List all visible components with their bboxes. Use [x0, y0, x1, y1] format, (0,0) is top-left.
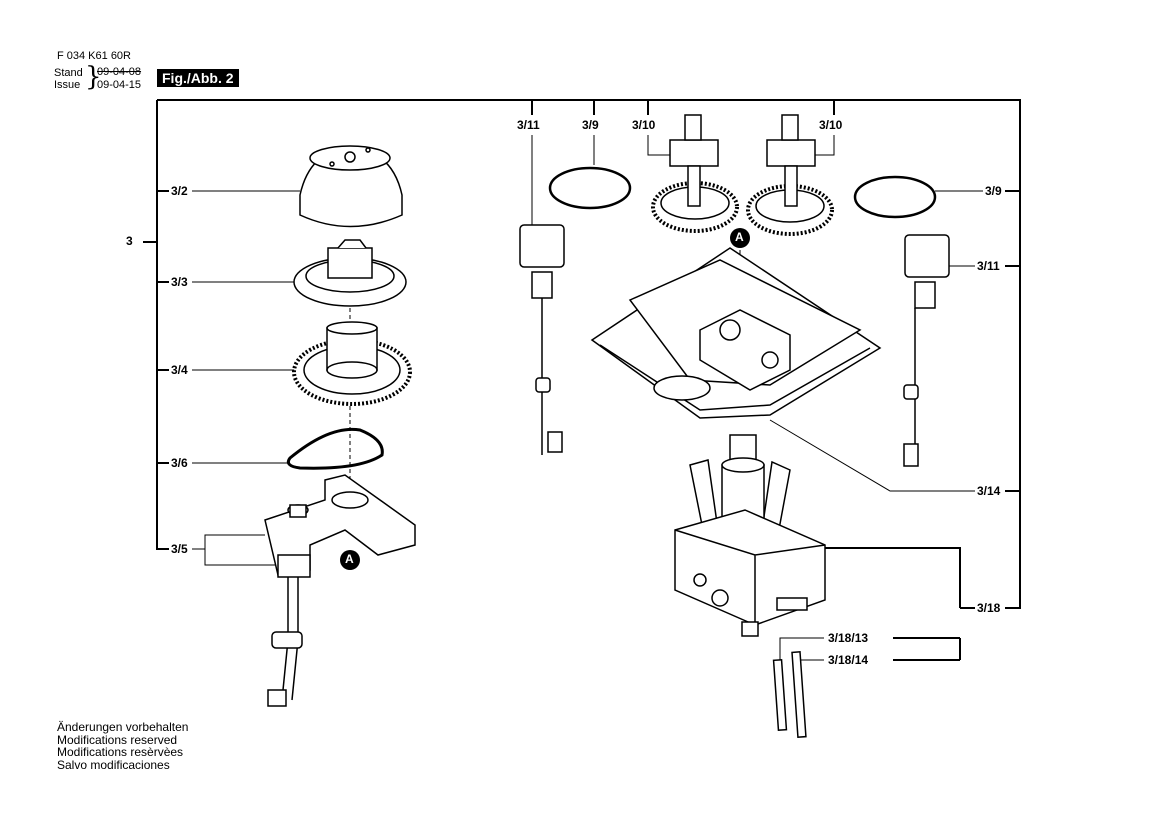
callout-3-9-right: 3/9 — [983, 184, 1004, 198]
notice-en: Modifications reserved — [57, 732, 178, 747]
brace-icon: } — [85, 62, 102, 92]
cap-part — [299, 145, 403, 228]
bottom-assembly-part — [674, 434, 826, 637]
sensor-right — [903, 234, 950, 467]
belt-part — [286, 427, 384, 470]
notice-fr: Modifications resèrvèes — [57, 745, 184, 759]
part-number: F 034 K61 60R — [57, 50, 131, 62]
notice-de: Änderungen vorbehalten — [57, 720, 189, 734]
gear-assembly-left — [651, 114, 739, 233]
notice-es: Salvo modificaciones — [57, 757, 170, 772]
callout-3-6: 3/6 — [169, 456, 190, 470]
callout-3-14: 3/14 — [975, 484, 1003, 498]
main-frame-part — [590, 247, 882, 419]
marker-a-circle-1 — [340, 550, 360, 570]
marker-a-1: A — [345, 552, 354, 566]
o-ring-right — [853, 175, 937, 219]
callout-3: 3 — [124, 234, 135, 248]
figure-title: Fig./Abb. 2 — [157, 69, 239, 87]
callout-3-18-13: 3/18/13 — [826, 631, 871, 645]
callout-3-4: 3/4 — [169, 363, 190, 377]
marker-a-2: A — [735, 230, 744, 244]
callout-3-18: 3/18 — [975, 601, 1003, 615]
o-ring-left — [548, 166, 632, 210]
stand-date: 09-04-08 — [97, 66, 142, 78]
callout-3-9-top: 3/9 — [580, 118, 601, 132]
strip-14 — [791, 651, 807, 738]
callout-3-18-14: 3/18/14 — [826, 653, 871, 667]
modifications-notice: Änderungen vorbehalten Modifications res… — [57, 721, 188, 771]
issue-date: 09-04-15 — [97, 79, 142, 91]
gear-part — [292, 321, 412, 406]
callout-3-11-right: 3/11 — [975, 259, 1002, 273]
sensor-left — [519, 224, 565, 455]
motor-bracket-part — [264, 474, 416, 707]
stand-label: Stand — [54, 67, 83, 79]
base-plate-part — [293, 239, 407, 307]
callout-3-10-right: 3/10 — [817, 118, 845, 132]
issue-label: Issue — [54, 79, 81, 91]
callout-3-11-top: 3/11 — [515, 118, 542, 132]
callout-3-3: 3/3 — [169, 275, 190, 289]
callout-3-5: 3/5 — [169, 542, 190, 556]
callout-3-2: 3/2 — [169, 184, 190, 198]
strip-13 — [772, 659, 788, 731]
gear-assembly-right — [746, 114, 834, 236]
callout-3-10-left: 3/10 — [630, 118, 658, 132]
marker-a-circle-2 — [730, 228, 750, 248]
